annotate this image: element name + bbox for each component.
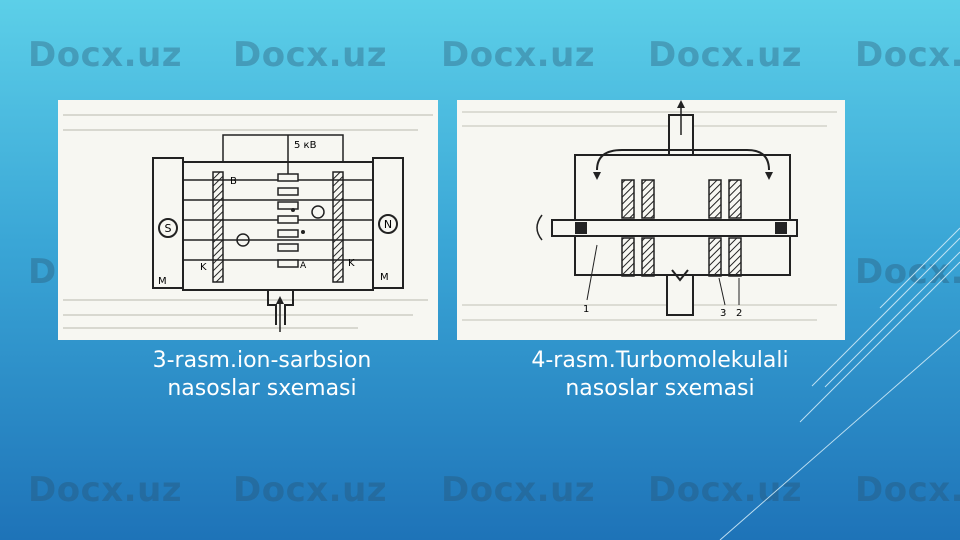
label-a: A <box>300 261 307 271</box>
figure2-caption-line2: nasoslar sxemasi <box>565 376 755 401</box>
watermark: Docx.uz <box>648 470 803 510</box>
label-k-left: K <box>200 262 207 273</box>
watermark: Docx.uz <box>233 35 388 75</box>
watermark: Docx.uz <box>855 470 960 510</box>
label-2: 2 <box>736 308 742 319</box>
label-m-left: M <box>158 276 167 287</box>
figure1-caption: 3-rasm.ion-sarbsion nasoslar sxemasi <box>112 347 412 403</box>
watermark: Docx.uz <box>441 35 596 75</box>
label-k-right: K <box>348 258 355 269</box>
figure2-caption-line1: 4-rasm.Turbomolekulali <box>531 348 789 373</box>
watermark: Docx.uz <box>28 35 183 75</box>
label-n: N <box>384 218 392 231</box>
figure1-caption-line2: nasoslar sxemasi <box>167 376 357 401</box>
watermark: Docx.uz <box>855 35 960 75</box>
label-b: B <box>230 176 237 187</box>
watermark: Docx.uz <box>441 470 596 510</box>
ion-sorption-pump-diagram: S N M M B K K A <box>63 114 433 332</box>
watermark: Docx.uz <box>648 35 803 75</box>
watermark: Docx.uz <box>233 470 388 510</box>
ion-sorption-pump-figure: S N M M B K K A <box>58 100 438 340</box>
turbomolecular-pump-diagram: 1 3 2 <box>462 100 837 321</box>
watermark: Docx.uz <box>855 252 960 292</box>
label-m-right: M <box>380 272 389 283</box>
label-3: 3 <box>720 308 726 319</box>
label-s: S <box>165 222 172 235</box>
turbomolecular-pump-figure: 1 3 2 <box>457 100 845 340</box>
label-1: 1 <box>583 304 589 315</box>
label-voltage: 5 кВ <box>294 140 317 151</box>
figure2-caption: 4-rasm.Turbomolekulali nasoslar sxemasi <box>490 347 830 403</box>
figure1-caption-line1: 3-rasm.ion-sarbsion <box>152 348 372 373</box>
watermark: Docx.uz <box>28 470 183 510</box>
